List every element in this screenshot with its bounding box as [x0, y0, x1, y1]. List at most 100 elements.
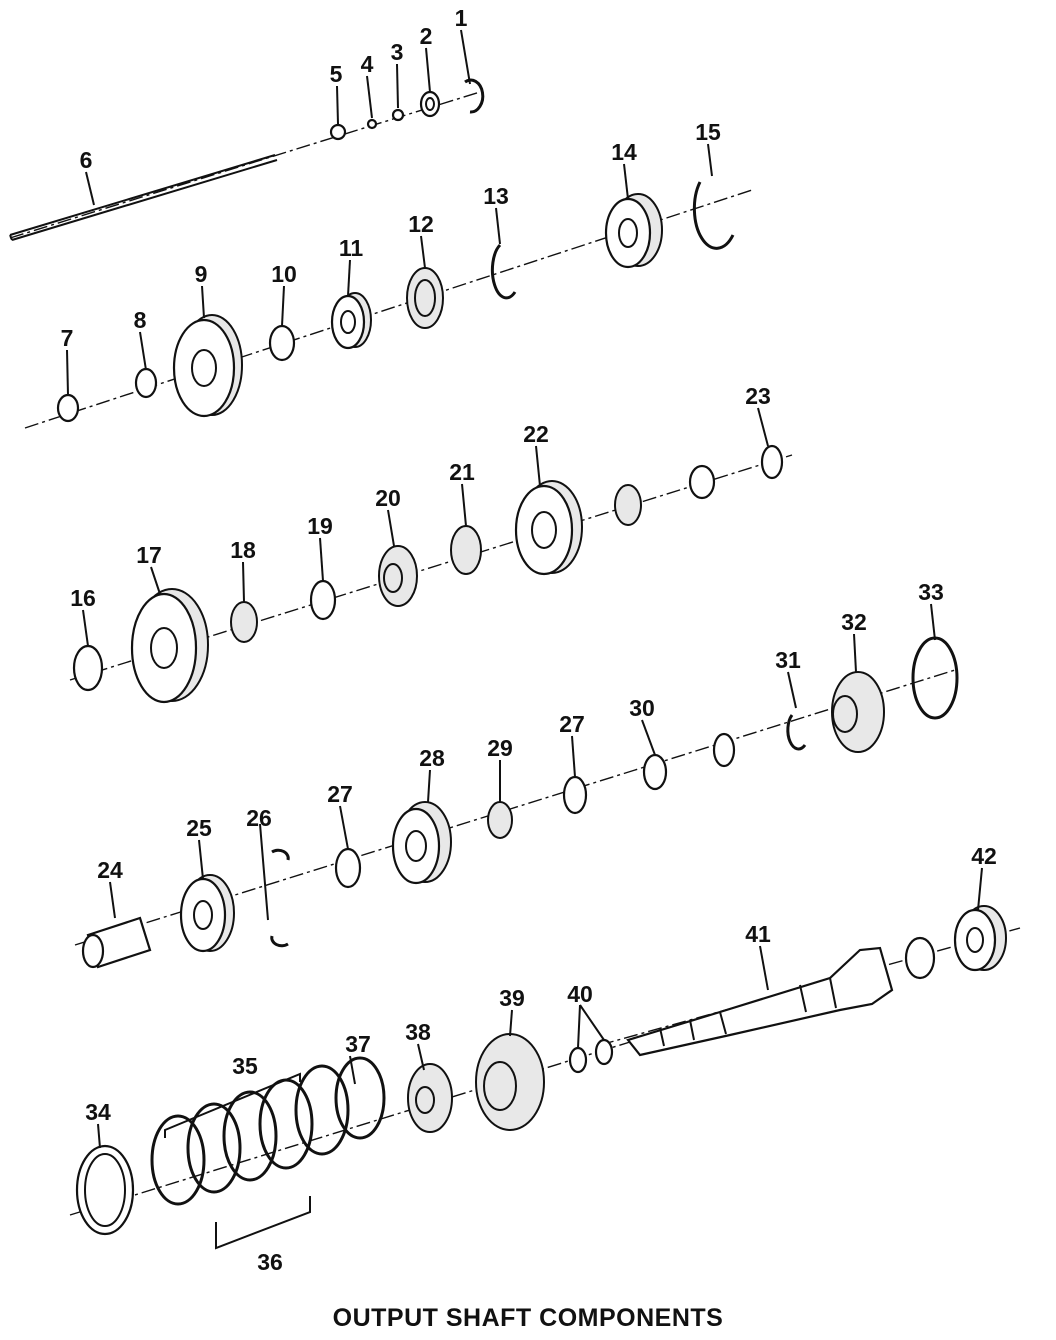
callout-24: 24 — [97, 857, 123, 883]
part-1-snap-ring — [464, 78, 485, 114]
part-7-nut — [56, 393, 80, 423]
callout-22: 22 — [523, 421, 549, 447]
callout-42: 42 — [971, 843, 997, 869]
part-sleeve-e — [904, 936, 936, 980]
part-17-gear — [130, 588, 209, 704]
callout-15: 15 — [695, 119, 721, 145]
part-24-sleeve — [81, 916, 152, 969]
part-28-gear — [391, 801, 452, 885]
row-c — [69, 444, 793, 704]
callout-27b: 27 — [559, 711, 585, 737]
callout-21: 21 — [449, 459, 475, 485]
part-19-spacer — [309, 579, 337, 621]
callout-30: 30 — [629, 695, 655, 721]
callout-34: 34 — [85, 1099, 111, 1125]
leader-lines — [66, 29, 983, 1149]
callout-13: 13 — [483, 183, 509, 209]
bracket-35 — [164, 1072, 301, 1138]
callout-38: 38 — [405, 1019, 431, 1045]
callout-1: 1 — [455, 5, 468, 31]
part-15-snap-ring — [692, 181, 735, 250]
callout-36: 36 — [257, 1249, 283, 1275]
part-11-bearing — [330, 292, 372, 350]
callout-12: 12 — [408, 211, 434, 237]
callout-3: 3 — [391, 39, 404, 65]
diagram-caption: OUTPUT SHAFT COMPONENTS — [332, 1304, 724, 1332]
part-26-retainer-upper — [271, 848, 290, 861]
part-23-washer — [760, 444, 784, 480]
clutch-plates — [150, 1064, 350, 1206]
bracket-36 — [215, 1196, 311, 1250]
part-9-gear — [172, 314, 243, 418]
part-10-spacer — [268, 324, 296, 362]
row-d — [74, 636, 959, 969]
row-f — [69, 1033, 631, 1250]
part-18-needle-bearing — [230, 601, 258, 643]
callout-26: 26 — [246, 805, 272, 831]
part-38-piston — [407, 1063, 453, 1133]
part-6-rod — [9, 154, 278, 241]
part-21-needle-bearing — [450, 525, 482, 575]
callout-labels: 1 2 3 4 5 6 7 8 9 10 11 12 13 14 15 16 1… — [61, 5, 997, 1275]
callout-16: 16 — [70, 585, 96, 611]
callout-2: 2 — [420, 23, 433, 49]
part-32-hub — [831, 671, 885, 753]
callout-29: 29 — [487, 735, 513, 761]
callout-8: 8 — [134, 307, 147, 333]
part-40-seal-b — [594, 1038, 614, 1066]
callout-23: 23 — [745, 383, 771, 409]
part-33-snap-ring — [911, 636, 959, 720]
callout-4: 4 — [361, 51, 374, 77]
callout-19: 19 — [307, 513, 333, 539]
callout-32: 32 — [841, 609, 867, 635]
part-20-synchronizer — [378, 545, 418, 607]
part-31-snap-ring — [786, 714, 807, 751]
part-25-bearing — [179, 874, 235, 953]
part-3-clip — [391, 108, 405, 122]
callout-28: 28 — [419, 745, 445, 771]
part-26-retainer-lower — [270, 935, 289, 948]
part-5-washer — [329, 123, 347, 141]
part-22-gear — [514, 480, 583, 576]
part-41-output-shaft — [626, 946, 894, 1057]
callout-9: 9 — [195, 261, 208, 287]
part-40-seal-a — [568, 1046, 588, 1074]
part-14-bearing — [604, 193, 663, 269]
callout-37: 37 — [345, 1031, 371, 1057]
callout-11: 11 — [339, 235, 364, 261]
part-34-ring — [75, 1144, 135, 1236]
row-e — [599, 905, 1021, 1057]
callout-6: 6 — [80, 147, 93, 173]
part-13-snap-ring — [490, 243, 517, 300]
part-27-snap-ring-a — [334, 847, 362, 889]
callout-40: 40 — [567, 981, 593, 1007]
part-37-plate — [334, 1056, 386, 1140]
callout-20: 20 — [375, 485, 401, 511]
callout-17: 17 — [136, 542, 162, 568]
callout-27a: 27 — [327, 781, 353, 807]
part-8-washer — [134, 367, 158, 399]
callout-18: 18 — [230, 537, 256, 563]
callout-41: 41 — [745, 921, 771, 947]
callout-25: 25 — [186, 815, 212, 841]
callout-14: 14 — [611, 139, 637, 165]
callout-7: 7 — [61, 325, 74, 351]
callout-39: 39 — [499, 985, 525, 1011]
part-39-drum — [475, 1033, 545, 1131]
callout-35: 35 — [232, 1053, 258, 1079]
part-16-washer — [72, 644, 104, 692]
row-b — [24, 181, 753, 429]
part-29-needle-bearing — [487, 801, 513, 839]
part-30-washer — [642, 753, 668, 791]
part-needle-bearing-c — [614, 484, 642, 526]
row-a — [9, 78, 485, 241]
callout-31: 31 — [775, 647, 801, 673]
callout-5: 5 — [330, 61, 343, 87]
part-2-bearing — [419, 90, 441, 118]
callout-10: 10 — [271, 261, 297, 287]
part-spacer-c — [688, 464, 716, 500]
part-washer-d — [712, 732, 736, 768]
callout-33: 33 — [918, 579, 944, 605]
part-42-bearing — [953, 905, 1007, 972]
